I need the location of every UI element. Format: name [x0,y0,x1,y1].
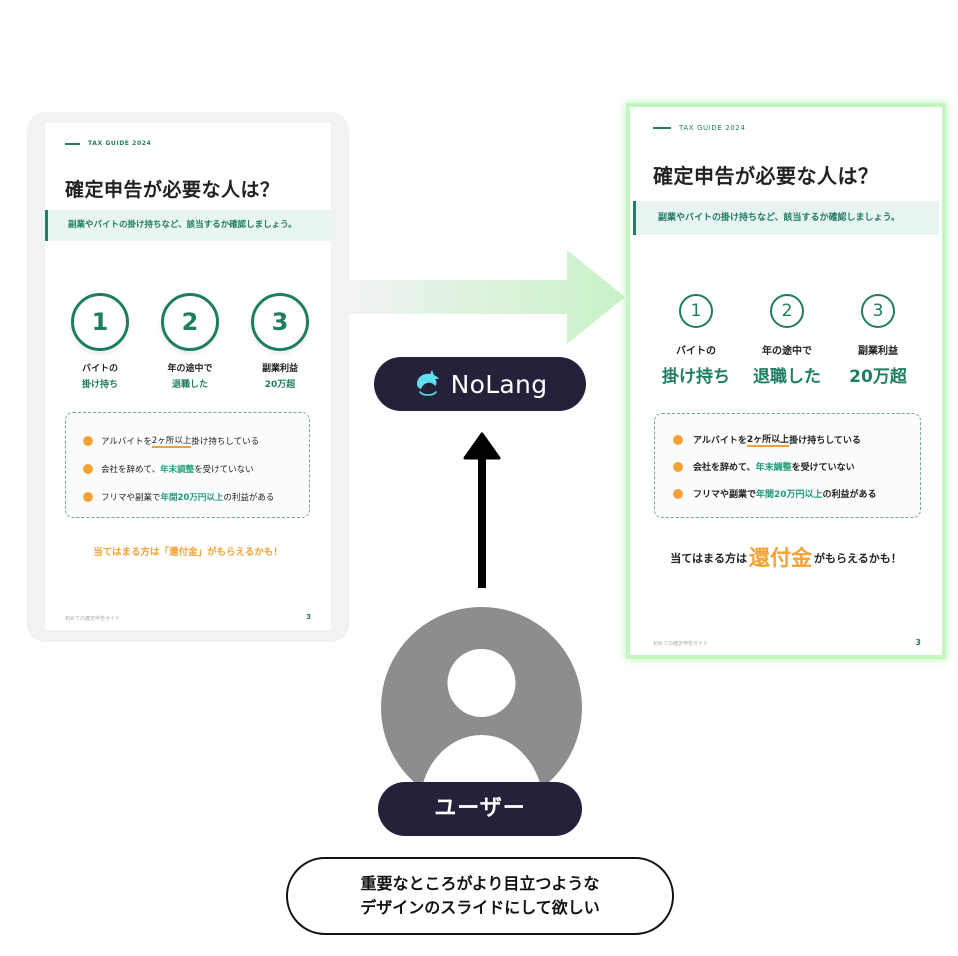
slide-title: 確定申告が必要な人は？ [65,179,280,201]
step-label: バイトの [676,346,716,357]
accent-line [65,142,80,145]
step-label: 副業利益 [261,364,298,374]
step-2: 2 年の途中で 退職した [742,294,832,387]
bullet-dot-icon [673,461,683,472]
green-highlight: 年間20万円以上 [160,493,224,503]
bullet-dot-icon [83,492,93,502]
bullet-dot-icon [673,488,683,499]
request-line-1: 重要なところがより目立つような [360,874,600,893]
underlined-highlight: 2ヶ所以上 [746,432,790,447]
step-number-circle: 3 [861,294,895,328]
slide-footer: 初めての確定申告ガイド [653,641,709,647]
step-2: 2 年の途中で 退職した [155,293,225,390]
checklist-item: フリマや副業で年間20万円以上の利益がある [83,483,309,511]
checklist-item: フリマや副業で年間20万円以上の利益がある [673,480,920,507]
steps-row: 1 バイトの 掛け持ち 2 年の途中で 退職した 3 副業利益 20万超 [651,294,923,387]
step-highlight: 20万超 [264,380,296,390]
cta-text: 当てはまる方は「還付金」がもらえるかも！ [93,547,283,558]
up-arrow-icon [463,432,501,588]
step-number-circle: 1 [71,293,129,351]
step-highlight: 掛け持ち [81,380,118,390]
page-number: 3 [306,613,311,621]
underlined-highlight: 2ヶ所以上 [151,436,192,448]
green-highlight: 年末調整 [160,465,195,475]
accent-line [653,127,671,129]
page-number: 3 [915,638,921,647]
user-avatar-icon [381,607,582,808]
step-label: 副業利益 [858,346,898,357]
step-highlight: 退職した [753,367,821,387]
after-slide: TAX GUIDE 2024 確定申告が必要な人は？ 副業やバイトの掛け持ちなど… [633,110,939,652]
green-highlight: 年末調整 [755,463,792,473]
nolang-badge: NoLang [374,357,586,411]
step-number-circle: 1 [679,294,713,328]
cta-text: 当てはまる方は還付金がもらえるかも！ [670,546,902,570]
cta-emphasis: 還付金 [749,546,813,570]
step-highlight: 20万超 [849,367,907,387]
request-bubble: 重要なところがより目立つような デザインのスライドにして欲しい [286,857,674,935]
guide-text: TAX GUIDE 2024 [679,124,746,132]
bullet-dot-icon [83,436,93,446]
step-3: 3 副業利益 20万超 [833,294,923,387]
step-label: バイトの [81,364,118,374]
step-label: 年の途中で [762,346,812,357]
guide-label: TAX GUIDE 2024 [65,140,151,147]
green-highlight: 年間20万円以上 [756,490,823,500]
user-label: ユーザー [378,782,582,836]
step-label: 年の途中で [167,364,213,374]
step-3: 3 副業利益 20万超 [245,293,315,390]
step-highlight: 退職した [171,380,208,390]
slide-title: 確定申告が必要な人は？ [653,164,879,188]
slide-subtitle: 副業やバイトの掛け持ちなど、該当するか確認しましょう。 [45,210,331,241]
step-number-circle: 2 [161,293,219,351]
request-line-2: デザインのスライドにして欲しい [360,898,600,917]
slide-subtitle: 副業やバイトの掛け持ちなど、該当するか確認しましょう。 [633,201,939,235]
transform-arrow-icon [349,250,625,344]
step-1: 1 バイトの 掛け持ち [65,293,135,390]
step-number-circle: 2 [770,294,804,328]
step-1: 1 バイトの 掛け持ち [651,294,741,387]
dolphin-logo-icon [416,370,439,396]
before-slide: TAX GUIDE 2024 確定申告が必要な人は？ 副業やバイトの掛け持ちなど… [45,123,331,630]
step-number-circle: 3 [251,293,309,351]
guide-text: TAX GUIDE 2024 [88,140,152,147]
checklist-item: 会社を辞めて、年末調整を受けていない [83,455,309,483]
guide-label: TAX GUIDE 2024 [653,124,745,132]
steps-row: 1 バイトの 掛け持ち 2 年の途中で 退職した 3 副業利益 20万超 [65,293,315,390]
checklist-item: 会社を辞めて、年末調整を受けていない [673,453,920,480]
tool-name: NoLang [450,369,548,399]
slide-footer: 初めての確定申告ガイド [65,616,121,622]
bullet-dot-icon [673,434,683,445]
bullet-dot-icon [83,464,93,474]
step-highlight: 掛け持ち [662,367,730,387]
